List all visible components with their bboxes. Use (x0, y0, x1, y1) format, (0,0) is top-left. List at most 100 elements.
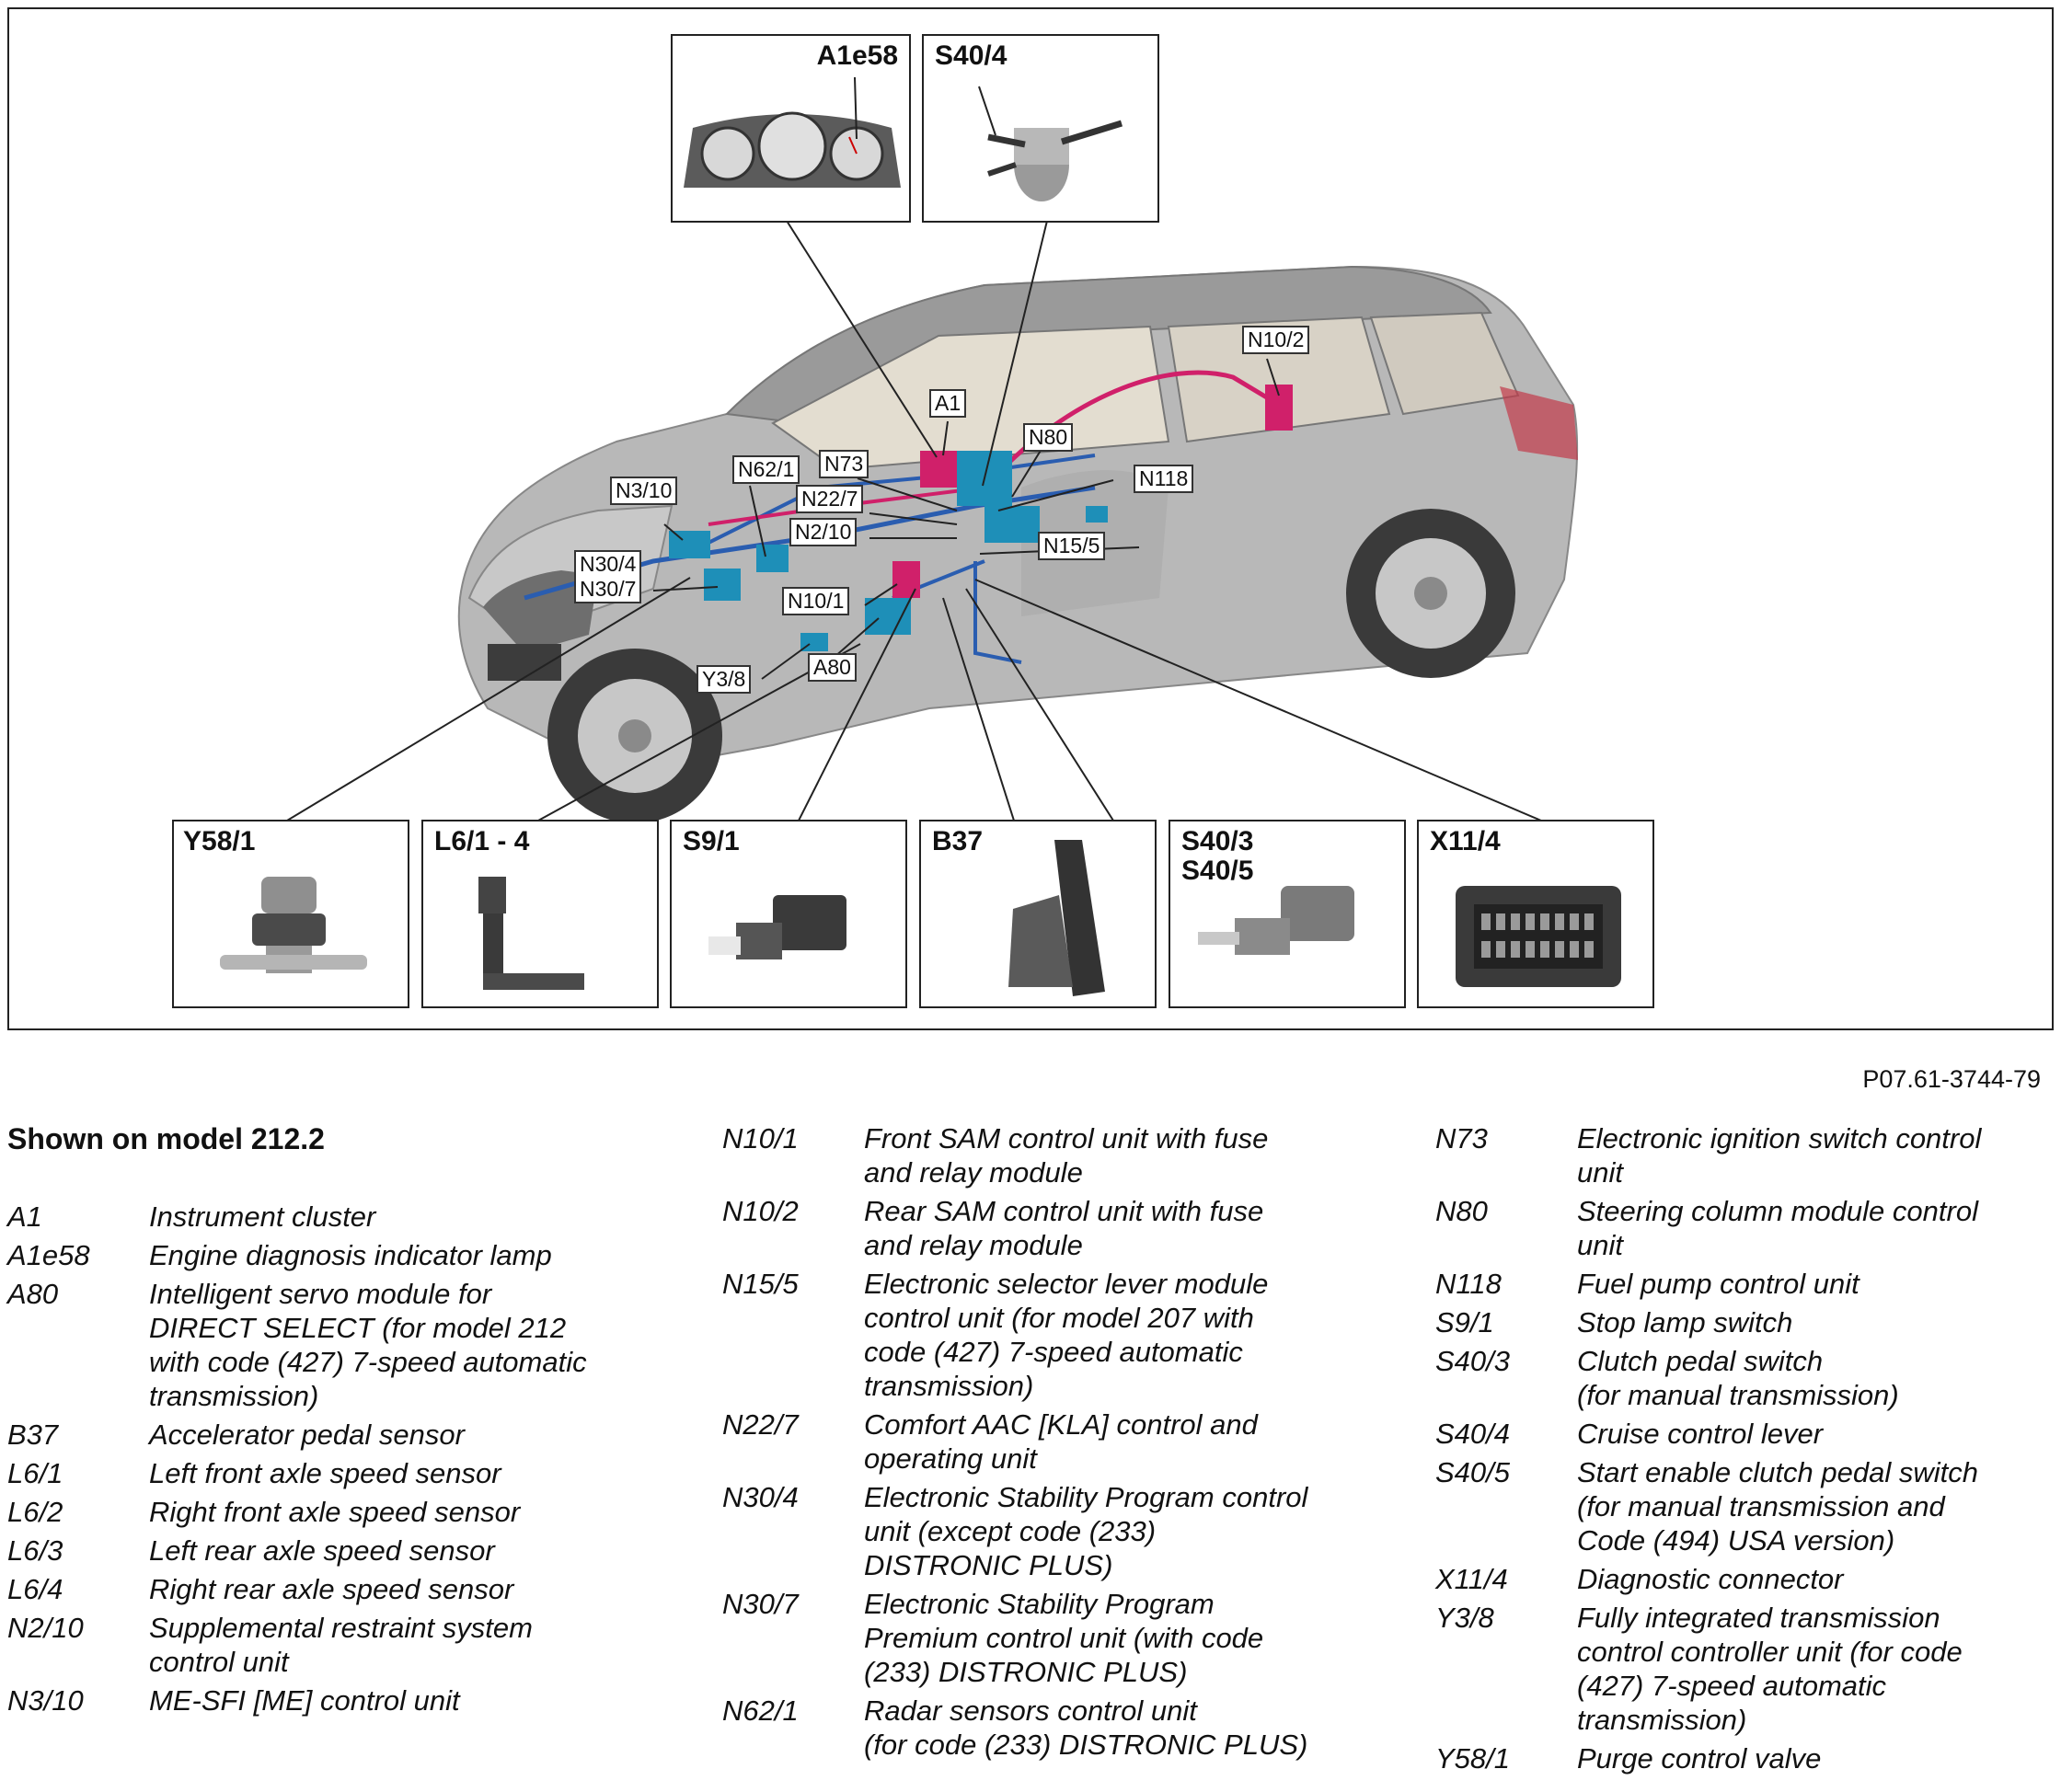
callout-n118: N118 (1134, 465, 1194, 493)
legend-code: X11/4 (1435, 1563, 1508, 1595)
purge-control-valve-icon (220, 877, 367, 973)
legend-code: A80 (7, 1278, 59, 1310)
callout-n10-2: N10/2 (1242, 326, 1310, 354)
legend-description: Stop lamp switch (1577, 1306, 1793, 1338)
a80-unit-marker (865, 598, 911, 635)
legend-row: S40/3 Clutch pedal switch (for manual tra… (1435, 1344, 1981, 1412)
legend-description: Right rear axle speed sensor (149, 1573, 514, 1605)
legend-row: A1e58 Engine diagnosis indicator lamp (7, 1238, 587, 1272)
callout-n10-1: N10/1 (782, 587, 850, 615)
legend-row: N22/7 Comfort AAC [KLA] control and opera… (722, 1407, 1307, 1476)
legend-row: Y58/1 Purge control valve (1435, 1741, 1981, 1775)
legend-code: S40/5 (1435, 1456, 1511, 1488)
legend-row: X11/4 Diagnostic connector (1435, 1562, 1981, 1596)
legend-code: N22/7 (722, 1408, 799, 1441)
n118-unit-marker (1086, 506, 1108, 523)
legend-row: N3/10 ME-SFI [ME] control unit (7, 1683, 587, 1717)
panel-y58-1: Y58/1 (172, 820, 409, 1008)
legend-code: L6/4 (7, 1573, 63, 1605)
legend-code: N30/4 (722, 1481, 799, 1513)
legend-row: B37 Accelerator pedal sensor (7, 1418, 587, 1452)
legend-code: S9/1 (1435, 1306, 1494, 1338)
legend-code: Y58/1 (1435, 1742, 1511, 1775)
car-body (457, 265, 1579, 823)
legend-row: N10/2 Rear SAM control unit with fuse and… (722, 1194, 1307, 1262)
n62-1-unit-marker (756, 545, 789, 572)
legend-code: L6/1 (7, 1457, 63, 1489)
diagnostic-connector-icon (1456, 886, 1621, 987)
panel-label: S40/3 S40/5 (1181, 826, 1254, 886)
control-units (669, 385, 1293, 651)
panel-l6: L6/1 - 4 (421, 820, 659, 1008)
legend-description: Cruise control lever (1577, 1418, 1824, 1450)
callout-n22-7: N22/7 (796, 485, 864, 513)
legend-code: N62/1 (722, 1694, 799, 1727)
legend-description: Clutch pedal switch (for manual transmis… (1577, 1345, 1899, 1411)
callout-n73: N73 (819, 450, 869, 478)
legend-code: A1 (7, 1200, 42, 1233)
panel-s9-1: S9/1 (670, 820, 907, 1008)
callout-y3-8: Y3/8 (697, 665, 752, 694)
n80-unit-marker (984, 506, 1040, 543)
legend-description: Steering column module control unit (1577, 1195, 1978, 1261)
legend-code: N10/2 (722, 1195, 799, 1227)
panel-label: B37 (932, 826, 984, 856)
callout-n15-5: N15/5 (1038, 532, 1106, 560)
legend-row: N30/4 Electronic Stability Program contro… (722, 1480, 1307, 1582)
axle-speed-sensor-icon (478, 877, 584, 990)
legend-code: A1e58 (7, 1239, 90, 1271)
legend-code: N118 (1435, 1268, 1502, 1300)
callout-n30-4-n30-7: N30/4 N30/7 (574, 550, 642, 603)
callout-n80: N80 (1023, 423, 1074, 452)
panel-a1e58: A1e58 (671, 34, 911, 223)
legend-description: Electronic Stability Program Premium con… (864, 1588, 1264, 1688)
legend-description: Engine diagnosis indicator lamp (149, 1239, 552, 1271)
legend-row: L6/4 Right rear axle speed sensor (7, 1572, 587, 1606)
legend-row: S9/1 Stop lamp switch (1435, 1305, 1981, 1339)
legend-description: Left front axle speed sensor (149, 1457, 501, 1489)
legend-code: N15/5 (722, 1268, 799, 1300)
legend-code: L6/2 (7, 1496, 63, 1528)
figure-reference-code: P07.61-3744-79 (1862, 1065, 2041, 1093)
clutch-pedal-switch-icon (1198, 886, 1354, 955)
legend-description: ME-SFI [ME] control unit (149, 1684, 460, 1717)
callout-n2-10: N2/10 (789, 518, 858, 546)
legend-code: N2/10 (7, 1612, 84, 1644)
legend-code: L6/3 (7, 1534, 63, 1567)
legend-row: N62/1 Radar sensors control unit (for cod… (722, 1694, 1307, 1762)
cruise-control-lever-icon (978, 86, 1123, 201)
callout-n62-1: N62/1 (732, 455, 800, 484)
legend-code: Y3/8 (1435, 1602, 1494, 1634)
panel-x11-4: X11/4 (1417, 820, 1654, 1008)
n10-1-unit-marker (892, 561, 920, 598)
stop-lamp-switch-icon (708, 895, 846, 959)
legend-description: Accelerator pedal sensor (149, 1419, 465, 1451)
legend-code: B37 (7, 1419, 59, 1451)
legend-description: Purge control valve (1577, 1742, 1822, 1775)
legend-description: Fully integrated transmission control co… (1577, 1602, 1963, 1736)
n3-10-unit-marker (669, 531, 710, 558)
legend-description: Start enable clutch pedal switch (for ma… (1577, 1456, 1978, 1557)
legend-code: S40/3 (1435, 1345, 1511, 1377)
legend-code: S40/4 (1435, 1418, 1511, 1450)
n10-2-unit-marker (1265, 385, 1293, 431)
legend-row: L6/1 Left front axle speed sensor (7, 1456, 587, 1490)
legend-description: Radar sensors control unit (for code (23… (864, 1694, 1308, 1761)
legend-code: N73 (1435, 1122, 1488, 1154)
legend-description: Intelligent servo module for DIRECT SELE… (149, 1278, 587, 1412)
legend-code: N3/10 (7, 1684, 84, 1717)
legend-description: Diagnostic connector (1577, 1563, 1844, 1595)
legend-description: Electronic Stability Program control uni… (864, 1481, 1308, 1581)
panel-s40-3-s40-5: S40/3 S40/5 (1169, 820, 1406, 1008)
n30-4-unit-marker (704, 569, 741, 601)
legend-description: Rear SAM control unit with fuse and rela… (864, 1195, 1264, 1261)
legend-description: Comfort AAC [KLA] control and operating … (864, 1408, 1258, 1475)
